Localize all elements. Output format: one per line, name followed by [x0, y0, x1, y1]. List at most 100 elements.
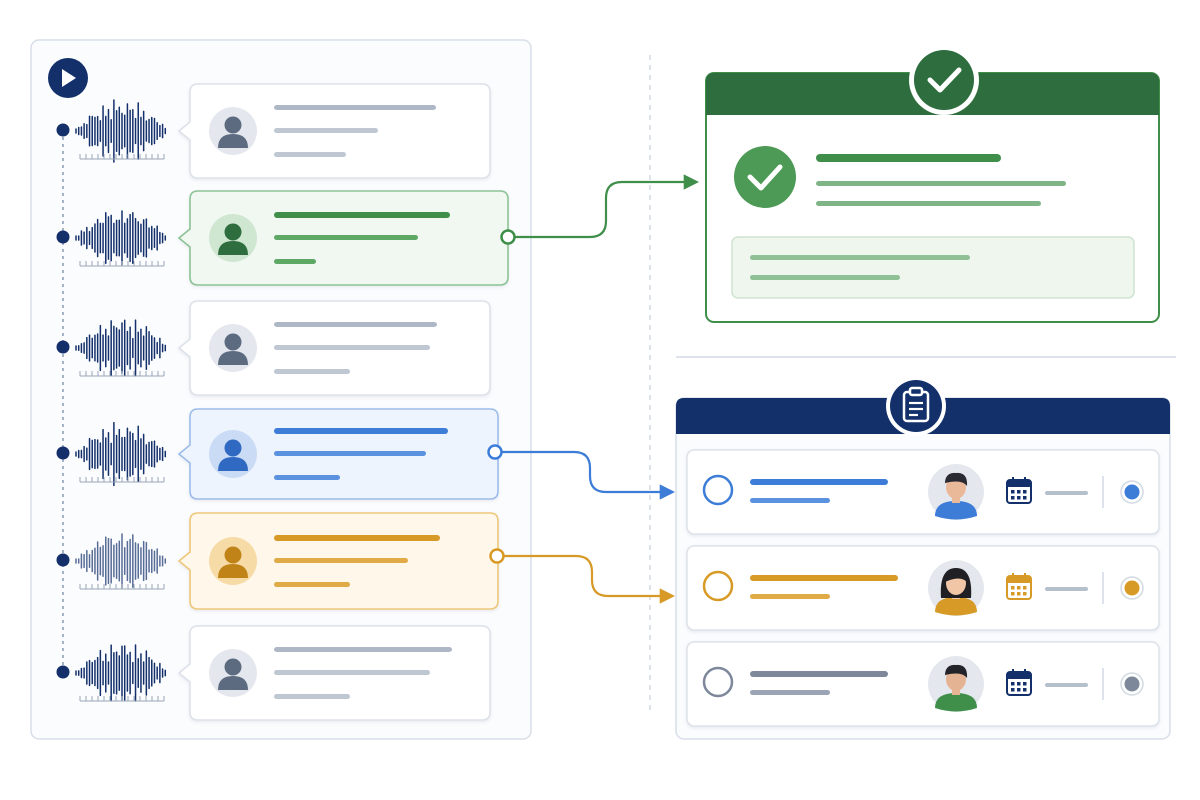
avatar-shirt	[935, 597, 977, 616]
calendar-day[interactable]	[1023, 592, 1027, 596]
text-line	[274, 105, 436, 110]
calendar-icon[interactable]	[1006, 477, 1032, 504]
summary-line-3	[816, 201, 1041, 206]
timeline-node[interactable]	[56, 123, 70, 137]
avatar-hair	[944, 472, 968, 486]
transcript-segment[interactable]	[56, 512, 499, 610]
transcript-segment[interactable]	[56, 300, 491, 396]
person-head	[224, 658, 242, 676]
calendar-day[interactable]	[1011, 586, 1015, 590]
date-line	[1045, 587, 1088, 591]
check-circle-mark	[747, 164, 783, 191]
text-line	[274, 670, 430, 675]
task-row[interactable]	[686, 449, 1160, 535]
calendar-day[interactable]	[1023, 496, 1027, 500]
status-dot-icon[interactable]	[1120, 672, 1144, 696]
calendar-header[interactable]	[1007, 576, 1031, 583]
transcript-segment[interactable]	[56, 408, 499, 500]
waveform-icon	[75, 210, 167, 267]
calendar-day[interactable]	[1011, 592, 1015, 596]
person-body	[218, 241, 248, 255]
connector-dot-blue[interactable]	[487, 444, 503, 460]
timeline-node[interactable]	[56, 230, 70, 244]
connector-dot-amber[interactable]	[489, 548, 505, 564]
text-line	[274, 259, 316, 264]
task-card[interactable]	[686, 641, 1160, 727]
transcript-segment[interactable]	[56, 83, 491, 179]
calendar-icon[interactable]	[1006, 573, 1032, 600]
person-icon	[218, 333, 248, 365]
task-checkbox[interactable]	[702, 666, 734, 698]
summary-line-1	[816, 154, 1001, 162]
task-line	[750, 575, 898, 581]
calendar-day[interactable]	[1011, 490, 1015, 494]
avatar-shirt	[935, 501, 977, 520]
status-dot[interactable]	[1124, 676, 1140, 692]
person-body	[218, 351, 248, 365]
calendar-icon[interactable]	[1006, 669, 1032, 696]
transcript-segment[interactable]	[56, 625, 491, 721]
calendar-day[interactable]	[1023, 682, 1027, 686]
person-icon	[218, 439, 248, 471]
text-line	[274, 647, 452, 652]
play-icon[interactable]	[62, 69, 76, 87]
avatar-shirt	[935, 693, 977, 712]
person-head	[224, 439, 242, 457]
timeline-node[interactable]	[56, 446, 70, 460]
connector-dot-green[interactable]	[500, 229, 516, 245]
text-line	[274, 152, 346, 157]
task-line	[750, 498, 830, 503]
person-icon	[218, 223, 248, 255]
text-line	[274, 345, 430, 350]
task-card[interactable]	[686, 449, 1160, 535]
person-head	[224, 333, 242, 351]
calendar-day[interactable]	[1023, 490, 1027, 494]
date-line	[1045, 491, 1088, 495]
summary-note-box	[731, 236, 1135, 299]
summary-line-2	[816, 181, 1066, 186]
calendar-day[interactable]	[1023, 586, 1027, 590]
task-row[interactable]	[686, 545, 1160, 631]
timeline-node[interactable]	[56, 340, 70, 354]
waveform-icon	[75, 644, 167, 702]
status-dot[interactable]	[1124, 484, 1140, 500]
calendar-day[interactable]	[1017, 586, 1021, 590]
calendar-day[interactable]	[1011, 496, 1015, 500]
calendar-header[interactable]	[1007, 480, 1031, 487]
transcript-segment[interactable]	[56, 190, 509, 286]
transcript-segments	[56, 83, 509, 721]
status-dot-icon[interactable]	[1120, 480, 1144, 504]
calendar-day[interactable]	[1017, 592, 1021, 596]
calendar-day[interactable]	[1017, 490, 1021, 494]
calendar-day[interactable]	[1011, 682, 1015, 686]
avatar-hair	[944, 664, 968, 678]
task-row[interactable]	[686, 641, 1160, 727]
text-line	[274, 475, 340, 480]
person-body	[218, 457, 248, 471]
man-avatar-icon	[928, 656, 984, 712]
check-circle-icon	[734, 146, 796, 208]
calendar-header[interactable]	[1007, 672, 1031, 679]
timeline-node[interactable]	[56, 553, 70, 567]
status-dot-icon[interactable]	[1120, 576, 1144, 600]
person-icon	[218, 116, 248, 148]
waveform-icon	[75, 99, 167, 163]
task-line	[750, 690, 830, 695]
task-checkbox[interactable]	[702, 474, 734, 506]
task-checkbox[interactable]	[702, 570, 734, 602]
summary-note-line-2	[750, 275, 900, 280]
checkmark-icon	[927, 67, 962, 93]
calendar-day[interactable]	[1011, 688, 1015, 692]
calendar-day[interactable]	[1023, 688, 1027, 692]
status-dot[interactable]	[1124, 580, 1140, 596]
timeline-node[interactable]	[56, 665, 70, 679]
calendar-day[interactable]	[1017, 682, 1021, 686]
play-button[interactable]	[48, 58, 88, 98]
text-line	[274, 558, 408, 563]
clipboard-icon	[902, 386, 930, 423]
task-card[interactable]	[686, 545, 1160, 631]
connector-decision	[508, 174, 700, 239]
calendar-day[interactable]	[1017, 688, 1021, 692]
calendar-day[interactable]	[1017, 496, 1021, 500]
